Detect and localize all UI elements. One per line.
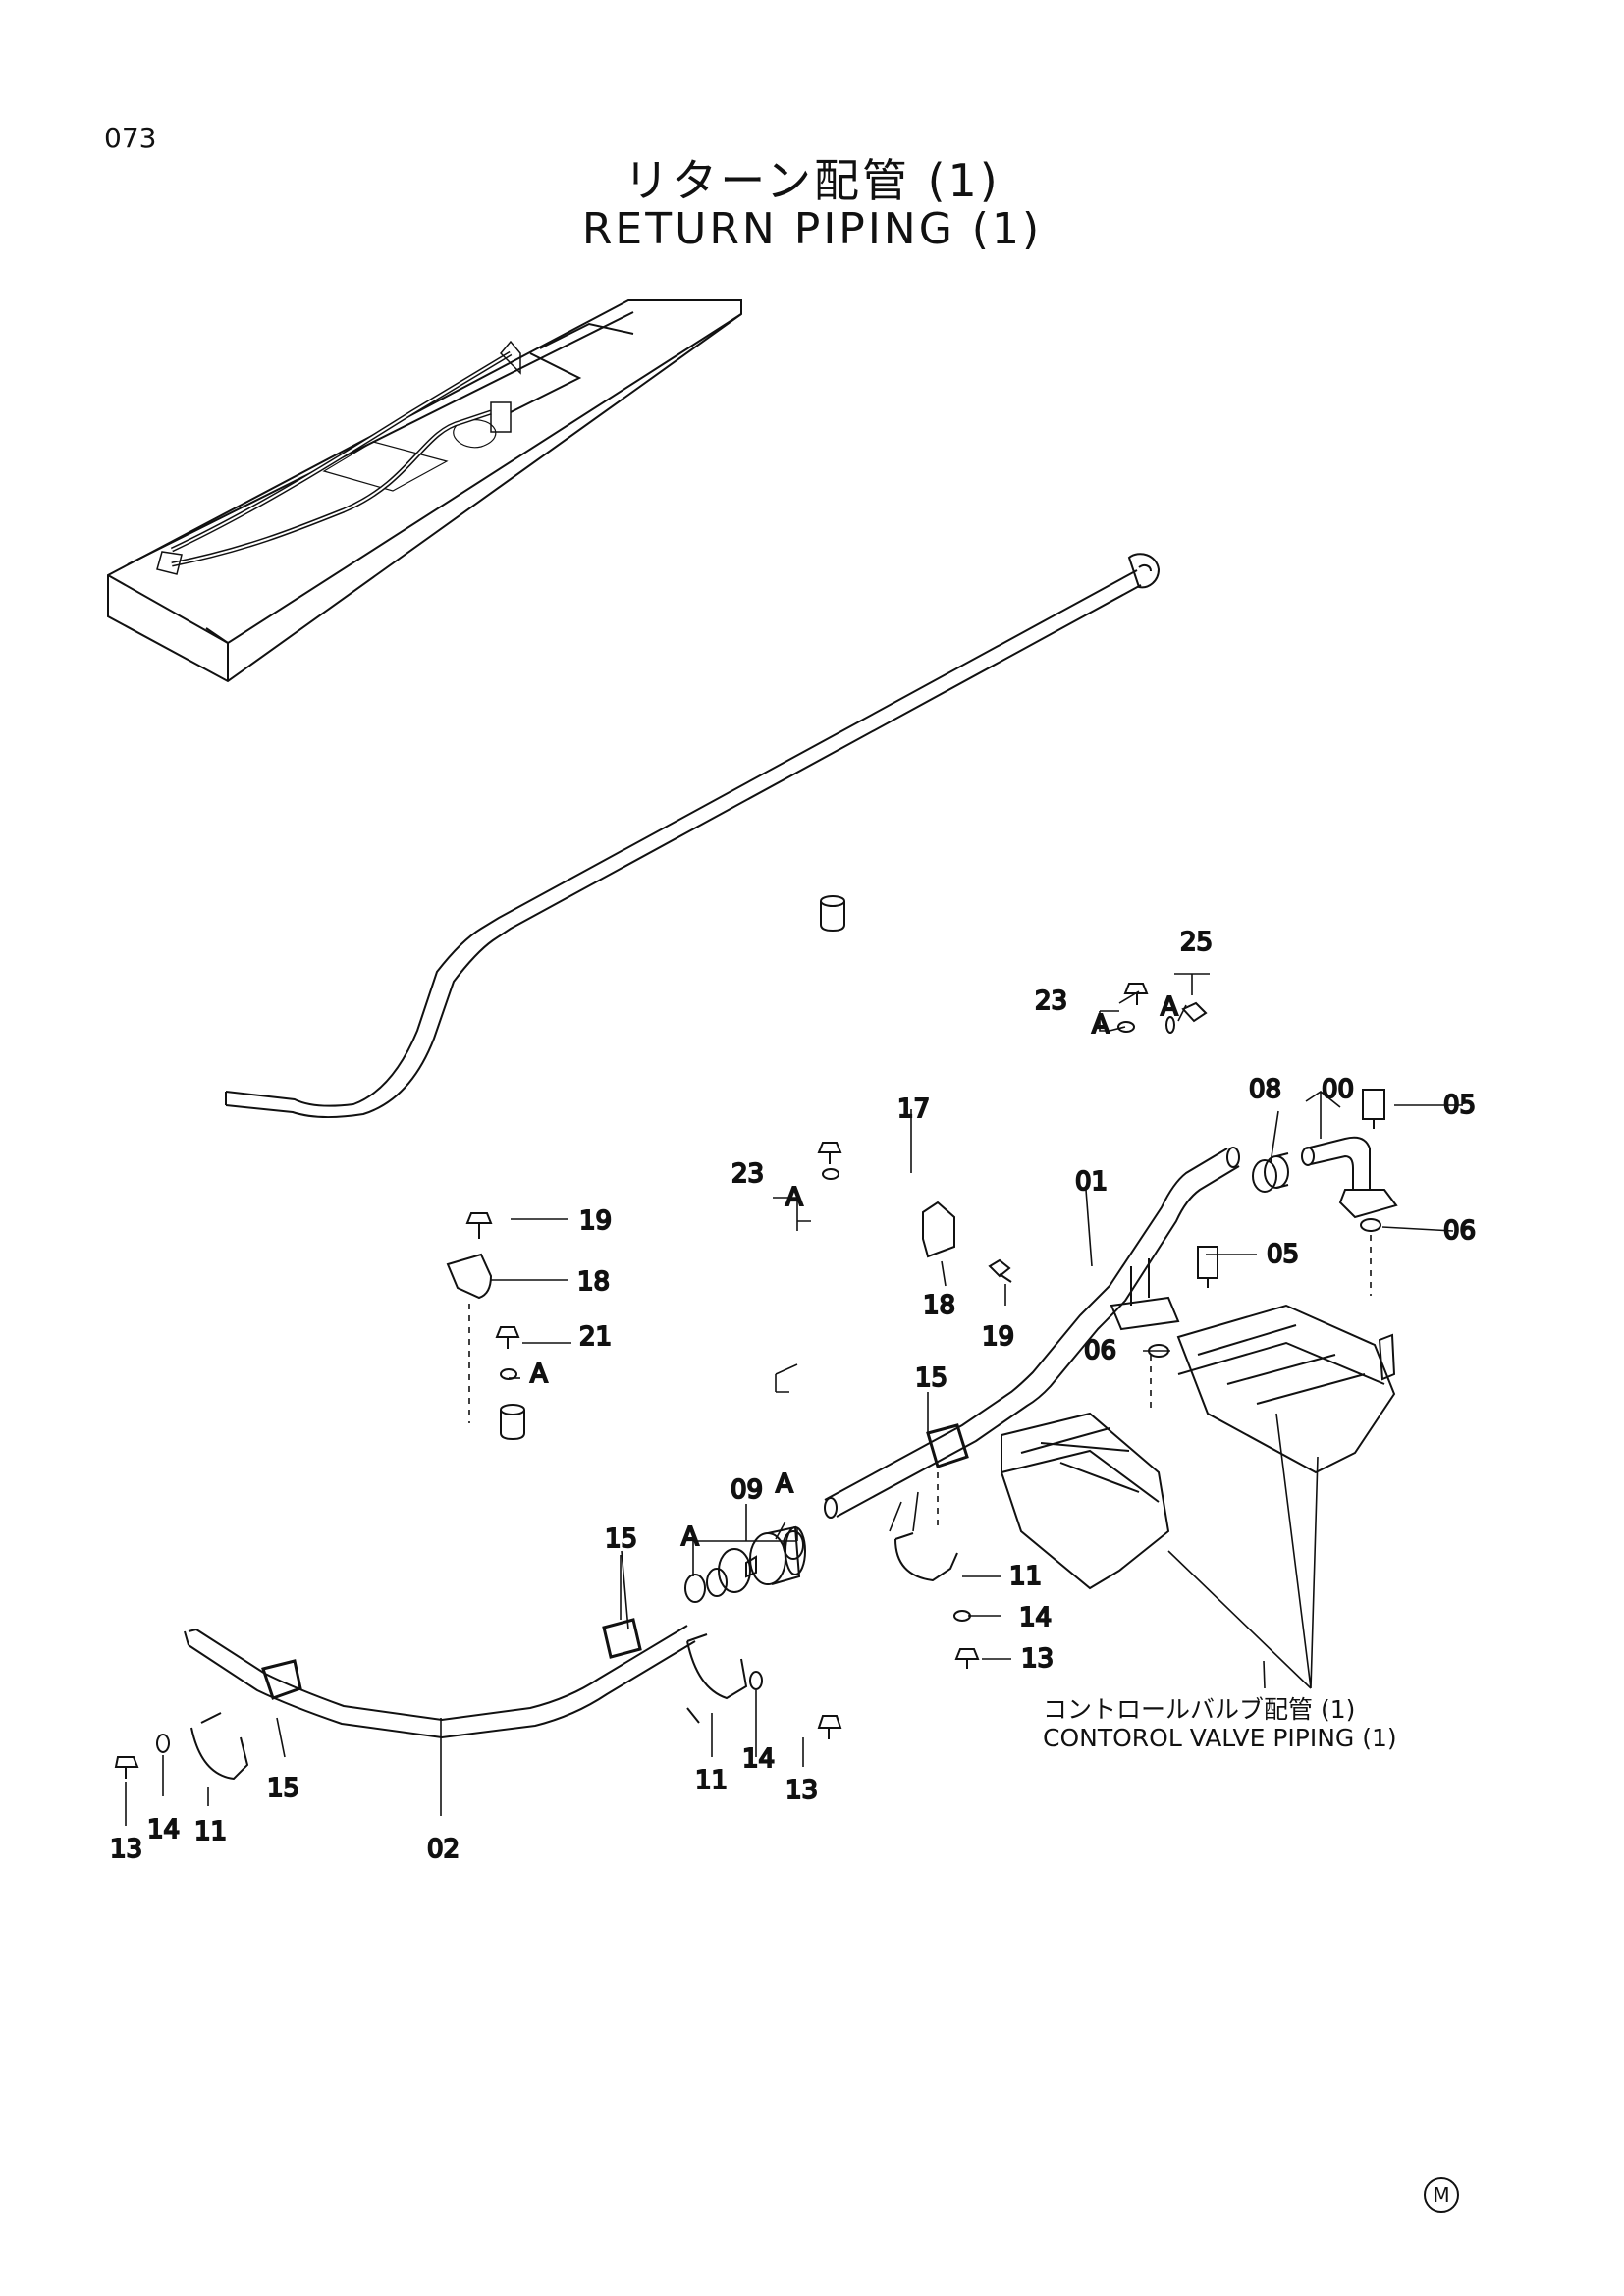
detail-a-right-09: A bbox=[776, 1469, 793, 1499]
footer-mark: M bbox=[1424, 2177, 1459, 2213]
elbow-00 bbox=[1301, 1136, 1398, 1219]
detail-a-23-top: A bbox=[1092, 1010, 1110, 1040]
callout-23-top: 23 bbox=[1035, 987, 1067, 1016]
callout-17: 17 bbox=[897, 1095, 930, 1124]
cross-reference-en: CONTOROL VALVE PIPING (1) bbox=[1043, 1724, 1397, 1752]
callout-15-right: 15 bbox=[915, 1363, 947, 1393]
bolts-and-washers bbox=[114, 983, 1385, 1779]
clamp-11-mid bbox=[686, 1633, 748, 1724]
detail-a-21: A bbox=[530, 1360, 548, 1389]
callout-02: 02 bbox=[427, 1835, 460, 1864]
callout-23-mid: 23 bbox=[731, 1159, 764, 1189]
detail-a-23-mid: A bbox=[785, 1183, 803, 1212]
callout-13-mid: 13 bbox=[785, 1776, 818, 1805]
callout-13-right: 13 bbox=[1021, 1644, 1054, 1674]
pipe-17 bbox=[225, 553, 1161, 1441]
callout-21: 21 bbox=[579, 1322, 612, 1352]
callout-11-mid: 11 bbox=[695, 1766, 728, 1795]
callout-25: 25 bbox=[1180, 928, 1213, 957]
leader-lines bbox=[125, 973, 1463, 1826]
pipe-01 bbox=[824, 1147, 1240, 1519]
detail-a-25: A bbox=[1161, 992, 1178, 1022]
coupling-08 bbox=[1252, 1152, 1289, 1193]
callout-14-right: 14 bbox=[1019, 1603, 1052, 1632]
callout-06-left: 06 bbox=[1084, 1336, 1116, 1365]
callout-11-right: 11 bbox=[1009, 1562, 1042, 1591]
callout-19-right: 19 bbox=[982, 1322, 1014, 1352]
control-valve bbox=[1001, 1304, 1396, 1590]
callout-19-left: 19 bbox=[579, 1206, 612, 1236]
pipe-02 bbox=[184, 1618, 696, 1739]
callout-15-left: 15 bbox=[267, 1774, 299, 1803]
detail-a-left-09: A bbox=[681, 1522, 699, 1552]
fitting-09 bbox=[684, 1525, 806, 1603]
callout-11-left: 11 bbox=[194, 1817, 227, 1846]
callout-14-mid: 14 bbox=[742, 1744, 775, 1774]
callout-05-mid: 05 bbox=[1267, 1240, 1299, 1269]
clamp-18-left bbox=[446, 1253, 493, 1300]
callout-14-left: 14 bbox=[147, 1815, 180, 1844]
callout-18-right: 18 bbox=[923, 1291, 955, 1320]
callout-05-top: 05 bbox=[1443, 1091, 1476, 1120]
callout-08: 08 bbox=[1249, 1075, 1281, 1104]
title-english: RETURN PIPING (1) bbox=[581, 204, 1043, 254]
callout-13-left: 13 bbox=[110, 1835, 142, 1864]
callout-18-left: 18 bbox=[577, 1267, 610, 1297]
callout-labels: 00 01 02 05 05 06 06 08 09 11 11 11 13 1… bbox=[109, 927, 1477, 1865]
clamp-11-right bbox=[894, 1532, 958, 1582]
locator-view bbox=[107, 299, 742, 683]
title-japanese: リターン配管 (1) bbox=[623, 154, 1001, 207]
callout-15-mid: 15 bbox=[605, 1524, 637, 1554]
callout-06-right: 06 bbox=[1443, 1216, 1476, 1246]
clamp-11-left bbox=[190, 1712, 249, 1781]
cross-reference-jp: コントロールバルブ配管 (1) bbox=[1043, 1695, 1356, 1724]
callout-01: 01 bbox=[1075, 1167, 1108, 1197]
page-number: 073 bbox=[104, 122, 157, 154]
clamp-18-right bbox=[922, 1201, 955, 1258]
callout-09: 09 bbox=[731, 1475, 763, 1505]
callout-00: 00 bbox=[1322, 1075, 1354, 1104]
